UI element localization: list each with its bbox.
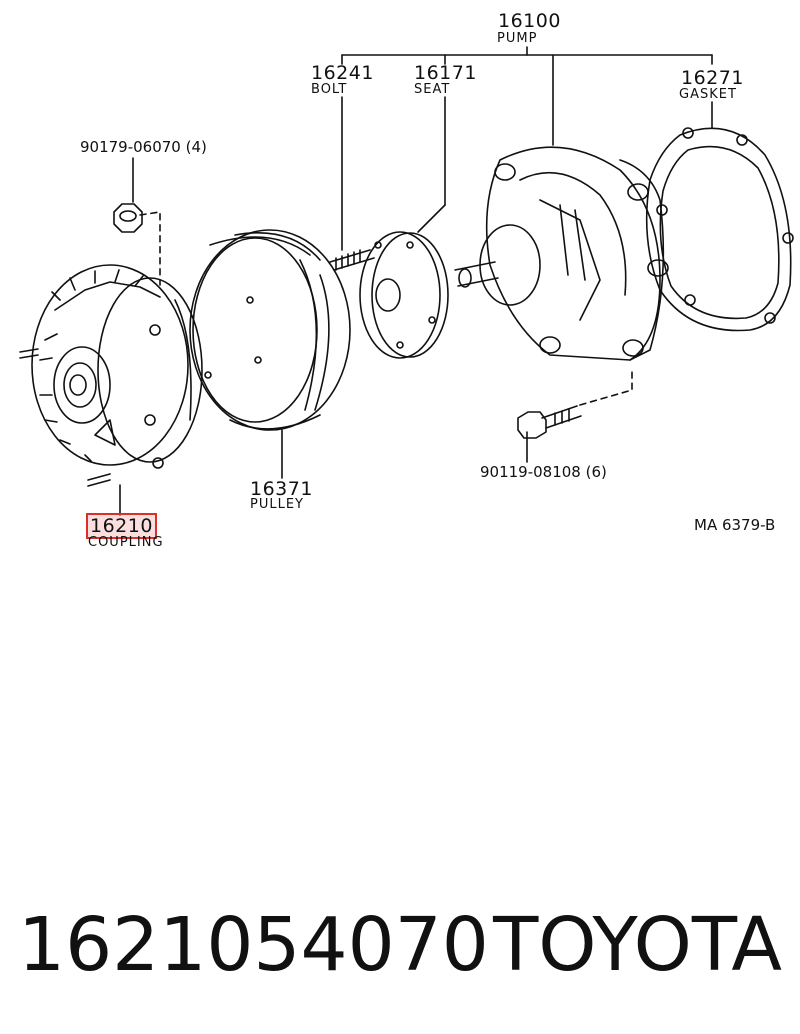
footer-part-number: 1621054070: [18, 902, 489, 988]
coupling-number[interactable]: 16210: [86, 513, 157, 539]
gasket-drawing: [645, 127, 794, 332]
parts-diagram: [19, 46, 794, 516]
fan-coupling-drawing: [19, 264, 203, 487]
pulley-number: 16371: [250, 478, 313, 500]
footer-brand: TOYOTA: [493, 902, 782, 988]
seat-number: 16171: [414, 62, 477, 84]
pulley-drawing: [189, 229, 351, 431]
bolt-number: 16241: [311, 62, 374, 84]
nut-number: 90179-06070 (4): [80, 138, 207, 156]
pump-bolt-drawing: [517, 405, 582, 439]
pump-bolt-number: 90119-08108 (6): [480, 463, 607, 481]
coupling-name: COUPLING: [88, 535, 164, 550]
seat-name: SEAT: [414, 82, 451, 97]
seat-leader-2: [417, 204, 446, 233]
pump-callout-bracket: [341, 46, 713, 146]
water-pump-drawing: [454, 146, 669, 361]
pulley-name: PULLEY: [250, 497, 304, 512]
bolt-name: BOLT: [311, 82, 348, 97]
seat-drawing: [359, 231, 449, 359]
gasket-name: GASKET: [679, 87, 737, 102]
assembly-dashed-lines: [139, 211, 633, 406]
pump-name: PUMP: [497, 31, 538, 46]
gasket-number: 16271: [681, 67, 744, 89]
pump-number: 16100: [498, 10, 561, 32]
nut-drawing: [113, 203, 143, 233]
diagram-code: MA 6379-B: [694, 516, 776, 534]
